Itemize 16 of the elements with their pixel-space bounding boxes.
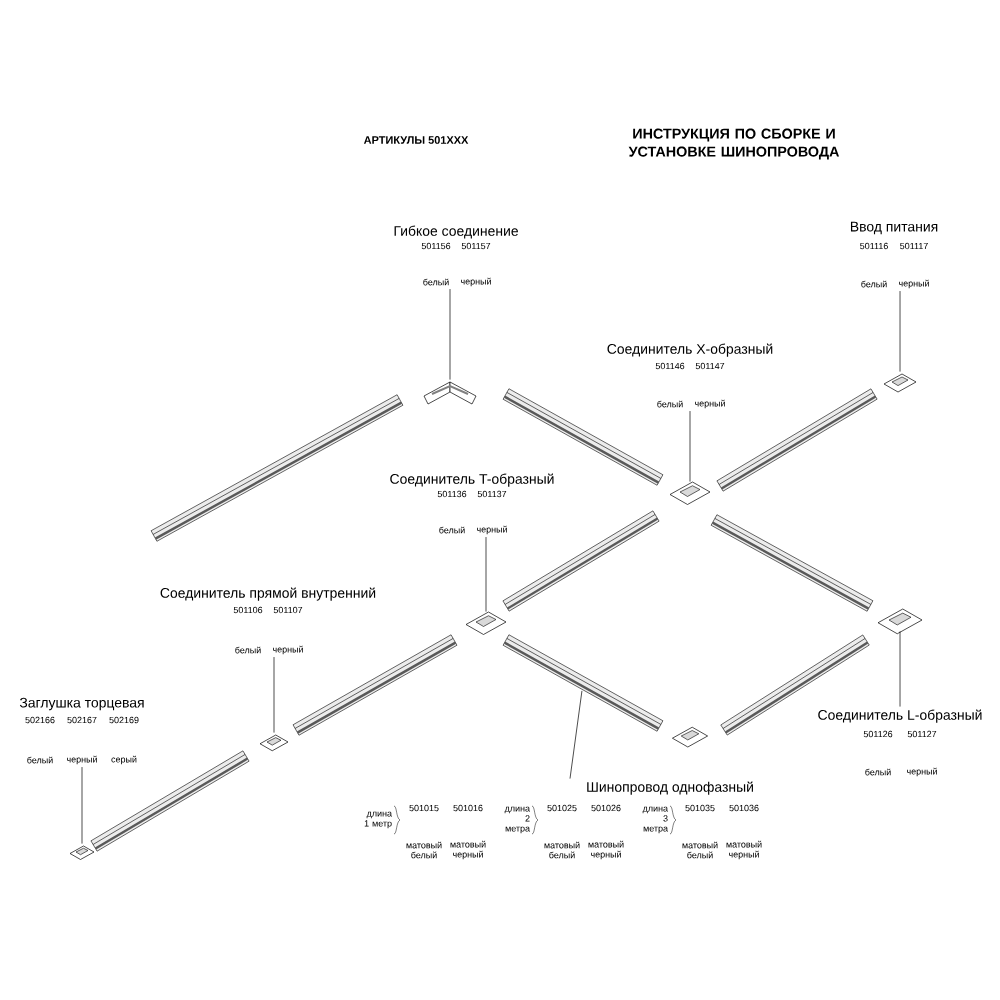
leader-line	[569, 690, 583, 779]
connector-drawing	[465, 611, 507, 635]
connector-drawing	[669, 481, 711, 505]
leader-line	[273, 656, 275, 733]
leader-line	[899, 290, 901, 372]
connector-drawing	[259, 734, 289, 752]
connector-drawing	[502, 634, 664, 732]
connector-drawing	[69, 845, 95, 860]
leader-line	[689, 410, 691, 482]
leader-line	[449, 288, 451, 380]
leader-line	[81, 766, 83, 844]
connector-drawing	[423, 381, 477, 405]
connector-drawing	[883, 373, 917, 393]
connector-drawing	[877, 608, 923, 635]
leader-line	[485, 536, 487, 612]
leader-line	[899, 631, 901, 707]
